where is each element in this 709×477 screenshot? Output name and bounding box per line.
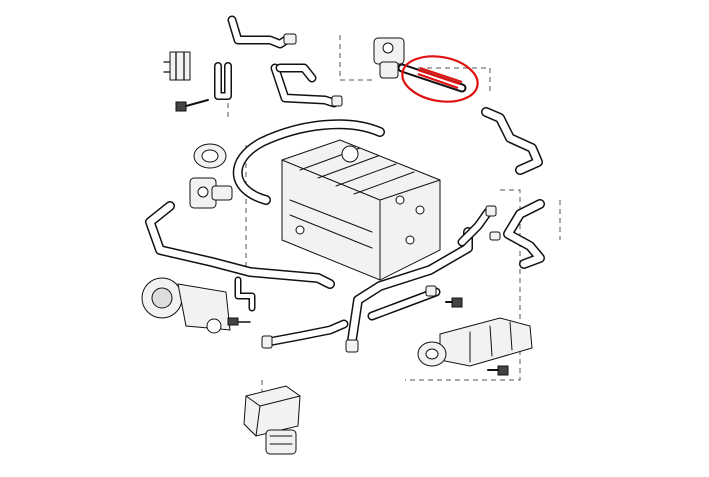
mounting-bracket [163,51,191,81]
oil-filter-housing [243,385,301,455]
right-upper-hose [481,107,543,175]
highlighted-hose [397,63,467,93]
water-pump [141,277,251,334]
seal-ring [193,143,227,169]
bolt-icon [175,99,209,112]
oil-cooler-pipe [417,317,533,367]
heater-return-hose [261,319,349,349]
upper-mid-hose [270,63,343,108]
heater-feed-hose [345,227,473,353]
right-lower-hoses [457,199,545,269]
radiator-hose [232,119,385,205]
reference-lines [227,35,561,410]
lower-bypass-hose [145,201,335,312]
bolt-icon [445,297,463,308]
upper-left-hose [227,15,297,49]
coolant-junction [189,177,233,209]
engine-cylinder-head [281,139,441,281]
thermostat-housing [373,37,405,79]
highlight-circle [401,55,479,103]
bolt-icon [487,365,509,376]
hose-clip [214,62,232,100]
